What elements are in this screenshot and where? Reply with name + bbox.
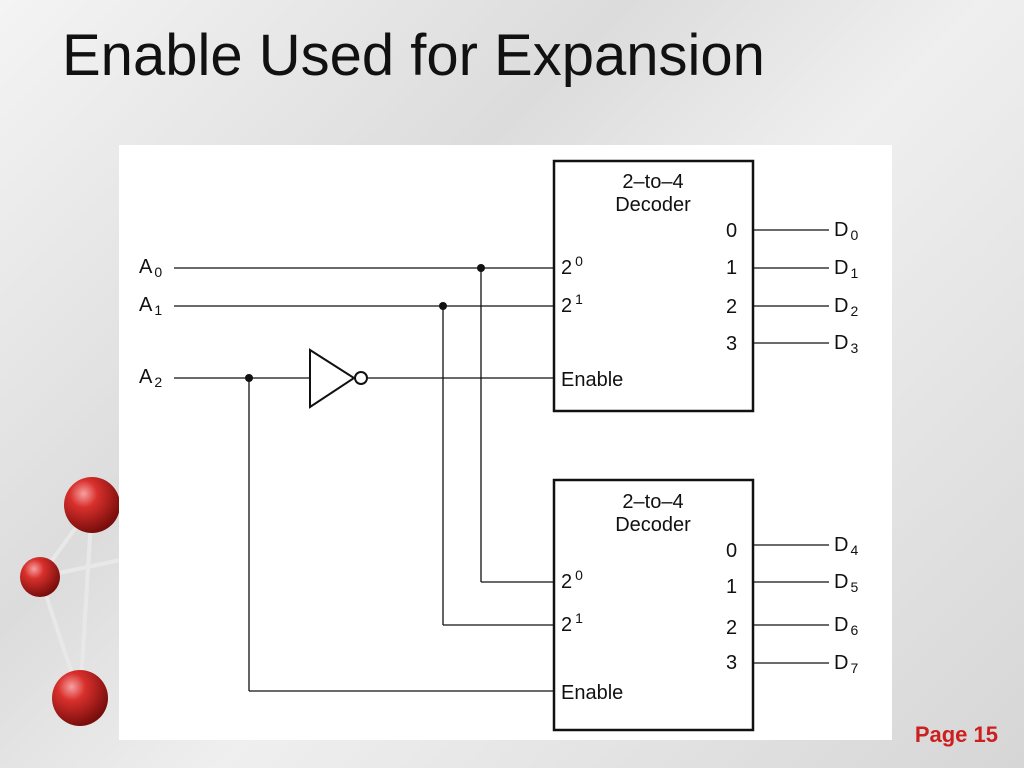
junction-a0 <box>477 264 485 272</box>
decoder-top-title: 2–to–4 <box>622 171 683 193</box>
red-sphere-top <box>64 477 120 533</box>
decoder-bottom-out1: 1 <box>726 576 737 598</box>
junction-a1 <box>439 302 447 310</box>
inverter-bubble <box>354 371 368 385</box>
decoder-bottom-enable: Enable <box>561 682 623 704</box>
decoder-bottom-box <box>552 478 755 732</box>
molecule-decoration <box>20 477 130 726</box>
decoder-top-out3: 3 <box>726 333 737 355</box>
junction-a2 <box>245 374 253 382</box>
red-sphere-left <box>20 557 60 597</box>
decoder-bottom-subtitle: Decoder <box>615 514 691 536</box>
decoder-bottom-out0: 0 <box>726 540 737 562</box>
decoder-bottom-out2: 2 <box>726 617 737 639</box>
decoder-top-subtitle: Decoder <box>615 194 691 216</box>
decoder-bottom-out3: 3 <box>726 652 737 674</box>
red-sphere-bottom <box>52 670 108 726</box>
decoder-bottom-title: 2–to–4 <box>622 491 683 513</box>
decoder-top-box <box>552 159 755 413</box>
decoder-top-out1: 1 <box>726 257 737 279</box>
inverter-gate <box>309 348 356 409</box>
decoder-top-out0: 0 <box>726 220 737 242</box>
slide-title: Enable Used for Expansion <box>62 23 765 88</box>
page-number: Page 15 <box>914 722 998 747</box>
decoder-top-out2: 2 <box>726 296 737 318</box>
decoder-top-enable: Enable <box>561 369 623 391</box>
